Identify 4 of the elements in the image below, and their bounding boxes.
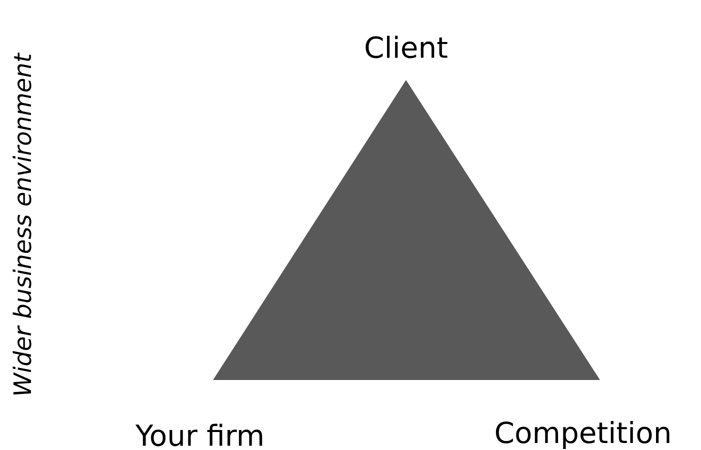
corner-label: Competition (496, 420, 670, 450)
axis-label: Wider business environment (12, 52, 32, 394)
corner-label: Client (366, 36, 448, 58)
corner-label: Your firm (135, 424, 262, 446)
